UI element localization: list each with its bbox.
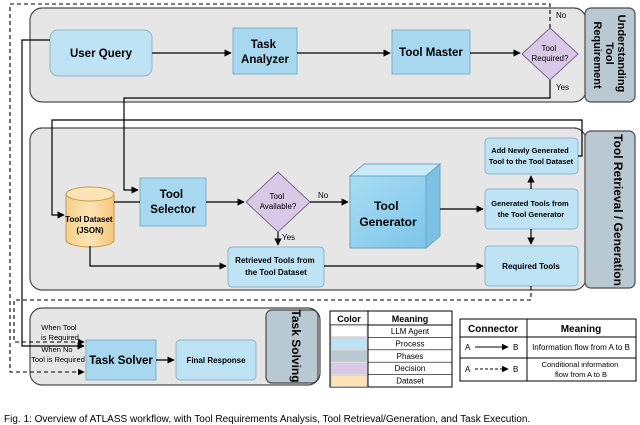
tool-selector-line2: Selector: [150, 204, 196, 216]
svg-text:Add Newly Generated Tool: Add Newly Generated Tool to the Tool Dat…: [489, 146, 574, 166]
generated-tools-line1: Generated Tools from: [491, 199, 569, 208]
connector-legend-header-connector: Connector: [468, 324, 518, 335]
conditional-edges: [9, 3, 551, 376]
generated-tools-node: Generated Tools from the Tool Generator: [484, 188, 579, 230]
svg-text:Tool Available?: Tool Available?: [260, 192, 297, 211]
connector-legend: Connector Meaning A B Information flow f…: [459, 318, 637, 382]
label-yes-top: Yes: [556, 83, 569, 92]
tool-selector-node: Tool Selector: [139, 177, 207, 227]
tool-dataset-line2: (JSON): [76, 226, 103, 235]
color-legend-swatch: [330, 337, 368, 350]
svg-text:Tool Generator: Tool Generator: [359, 199, 417, 229]
add-generated-node: Add Newly Generated Tool to the Tool Dat…: [484, 137, 579, 175]
tool-generator-line2: Generator: [359, 215, 417, 229]
color-legend-meaning: Process: [396, 339, 425, 348]
tool-required-decision: Tool Required?: [521, 27, 579, 81]
task-analyzer-line1: Task: [251, 39, 277, 51]
phase-solving-text: Task Solving: [289, 309, 303, 382]
svg-text:Task Analyzer: Task Analyzer: [241, 39, 289, 66]
connector-row1-a: A: [465, 343, 471, 352]
tool-required-line2: Required?: [532, 54, 569, 63]
phase-understanding-line1: Understanding: [615, 15, 627, 93]
connector-row2-meaning: Conditional information flow from A to B: [542, 360, 621, 379]
edge-required-tools-solver-dashed: [13, 286, 532, 346]
figure-caption: Fig. 1: Overview of ATLASS workflow, wit…: [4, 414, 530, 425]
label-no-mid: No: [318, 191, 329, 200]
connector-row2-b: B: [513, 365, 518, 374]
generated-tools-line2: the Tool Generator: [498, 210, 565, 219]
tool-master-node: Tool Master: [391, 29, 471, 75]
color-legend-swatch: [330, 374, 368, 387]
edge-add-dataset: [51, 119, 583, 219]
user-query-label: User Query: [70, 48, 133, 60]
color-legend-header-meaning: Meaning: [392, 314, 429, 324]
color-legend-meaning: LLM Agent: [391, 327, 430, 336]
tool-generator-line1: Tool: [374, 199, 398, 213]
svg-text:Retrieved Tools from the: Retrieved Tools from the Tool Dataset: [235, 256, 317, 277]
svg-text:Tool Dataset (JSON): Tool Dataset (JSON): [65, 215, 115, 235]
add-generated-line2: Tool to the Tool Dataset: [489, 157, 574, 166]
phase-label-understanding: Understanding Tool Requirement: [584, 7, 636, 103]
color-legend-meaning: Decision: [395, 364, 426, 373]
connector-legend-header-meaning: Meaning: [561, 324, 602, 335]
tool-required-line1: Tool: [542, 44, 557, 53]
retrieved-tools-node: Retrieved Tools from the Tool Dataset: [227, 246, 325, 288]
connector-row2-a: A: [465, 365, 471, 374]
required-tools-label: Required Tools: [502, 262, 560, 271]
edge-query-solver-left: [21, 39, 85, 350]
tool-selector-line1: Tool: [160, 189, 183, 201]
label-when-not-required: When No Tool is Required: [31, 345, 85, 364]
phase-understanding-line3: Requirement: [591, 21, 603, 89]
edge-dataset-retrieved: [89, 246, 227, 270]
tool-master-label: Tool Master: [399, 47, 463, 59]
edge-required-no-dashed: [9, 3, 551, 376]
required-tools-node: Required Tools: [484, 245, 579, 287]
phase-label-solving: Task Solving: [265, 309, 319, 384]
color-legend-swatch: [330, 325, 368, 338]
label-yes-mid: Yes: [282, 233, 295, 242]
tool-available-line2: Available?: [260, 202, 297, 211]
task-analyzer-line2: Analyzer: [241, 54, 289, 66]
phase-label-retrieval: Tool Retrieval / Generation: [584, 130, 636, 289]
label-when-required: When Tool is Required: [41, 323, 79, 342]
color-legend-meaning: Phases: [397, 352, 424, 361]
edge-required-yes: [123, 80, 551, 194]
color-legend: Color Meaning LLM AgentProcessPhasesDeci…: [329, 310, 453, 388]
add-generated-line1: Add Newly Generated: [491, 146, 569, 155]
svg-text:Generated Tools from the: Generated Tools from the Tool Generator: [491, 199, 570, 219]
final-response-label: Final Response: [186, 356, 246, 365]
svg-text:Tool Required?: Tool Required?: [532, 44, 569, 63]
connector-row1-b: B: [513, 343, 518, 352]
svg-text:Understanding Tool: Understanding Tool Requirement: [591, 15, 627, 96]
edges: [21, 39, 583, 364]
color-legend-swatch: [330, 362, 368, 375]
retrieved-tools-line2: the Tool Dataset: [245, 268, 307, 277]
task-solver-node: Task Solver: [85, 339, 157, 381]
retrieved-tools-line1: Retrieved Tools from: [235, 256, 314, 265]
connector-row1-meaning: Information flow from A to B: [532, 343, 630, 352]
phase-retrieval-text: Tool Retrieval / Generation: [611, 134, 625, 286]
tool-available-line1: Tool: [270, 192, 285, 201]
tool-dataset-cylinder: Tool Dataset (JSON): [65, 186, 115, 248]
label-no-top: No: [556, 11, 567, 20]
svg-text:Tool Selector: Tool Selector: [150, 189, 196, 216]
tool-generator-cube: Tool Generator: [348, 162, 442, 250]
phase-understanding-line2: Tool: [603, 42, 615, 64]
task-analyzer-node: Task Analyzer: [232, 27, 298, 75]
color-legend-meaning: Dataset: [396, 377, 424, 386]
user-query-node: User Query: [49, 29, 153, 77]
color-legend-header-color: Color: [337, 314, 361, 324]
tool-dataset-line1: Tool Dataset: [65, 215, 113, 224]
task-solver-label: Task Solver: [89, 355, 153, 367]
color-legend-swatch: [330, 349, 368, 363]
final-response-node: Final Response: [175, 339, 257, 381]
